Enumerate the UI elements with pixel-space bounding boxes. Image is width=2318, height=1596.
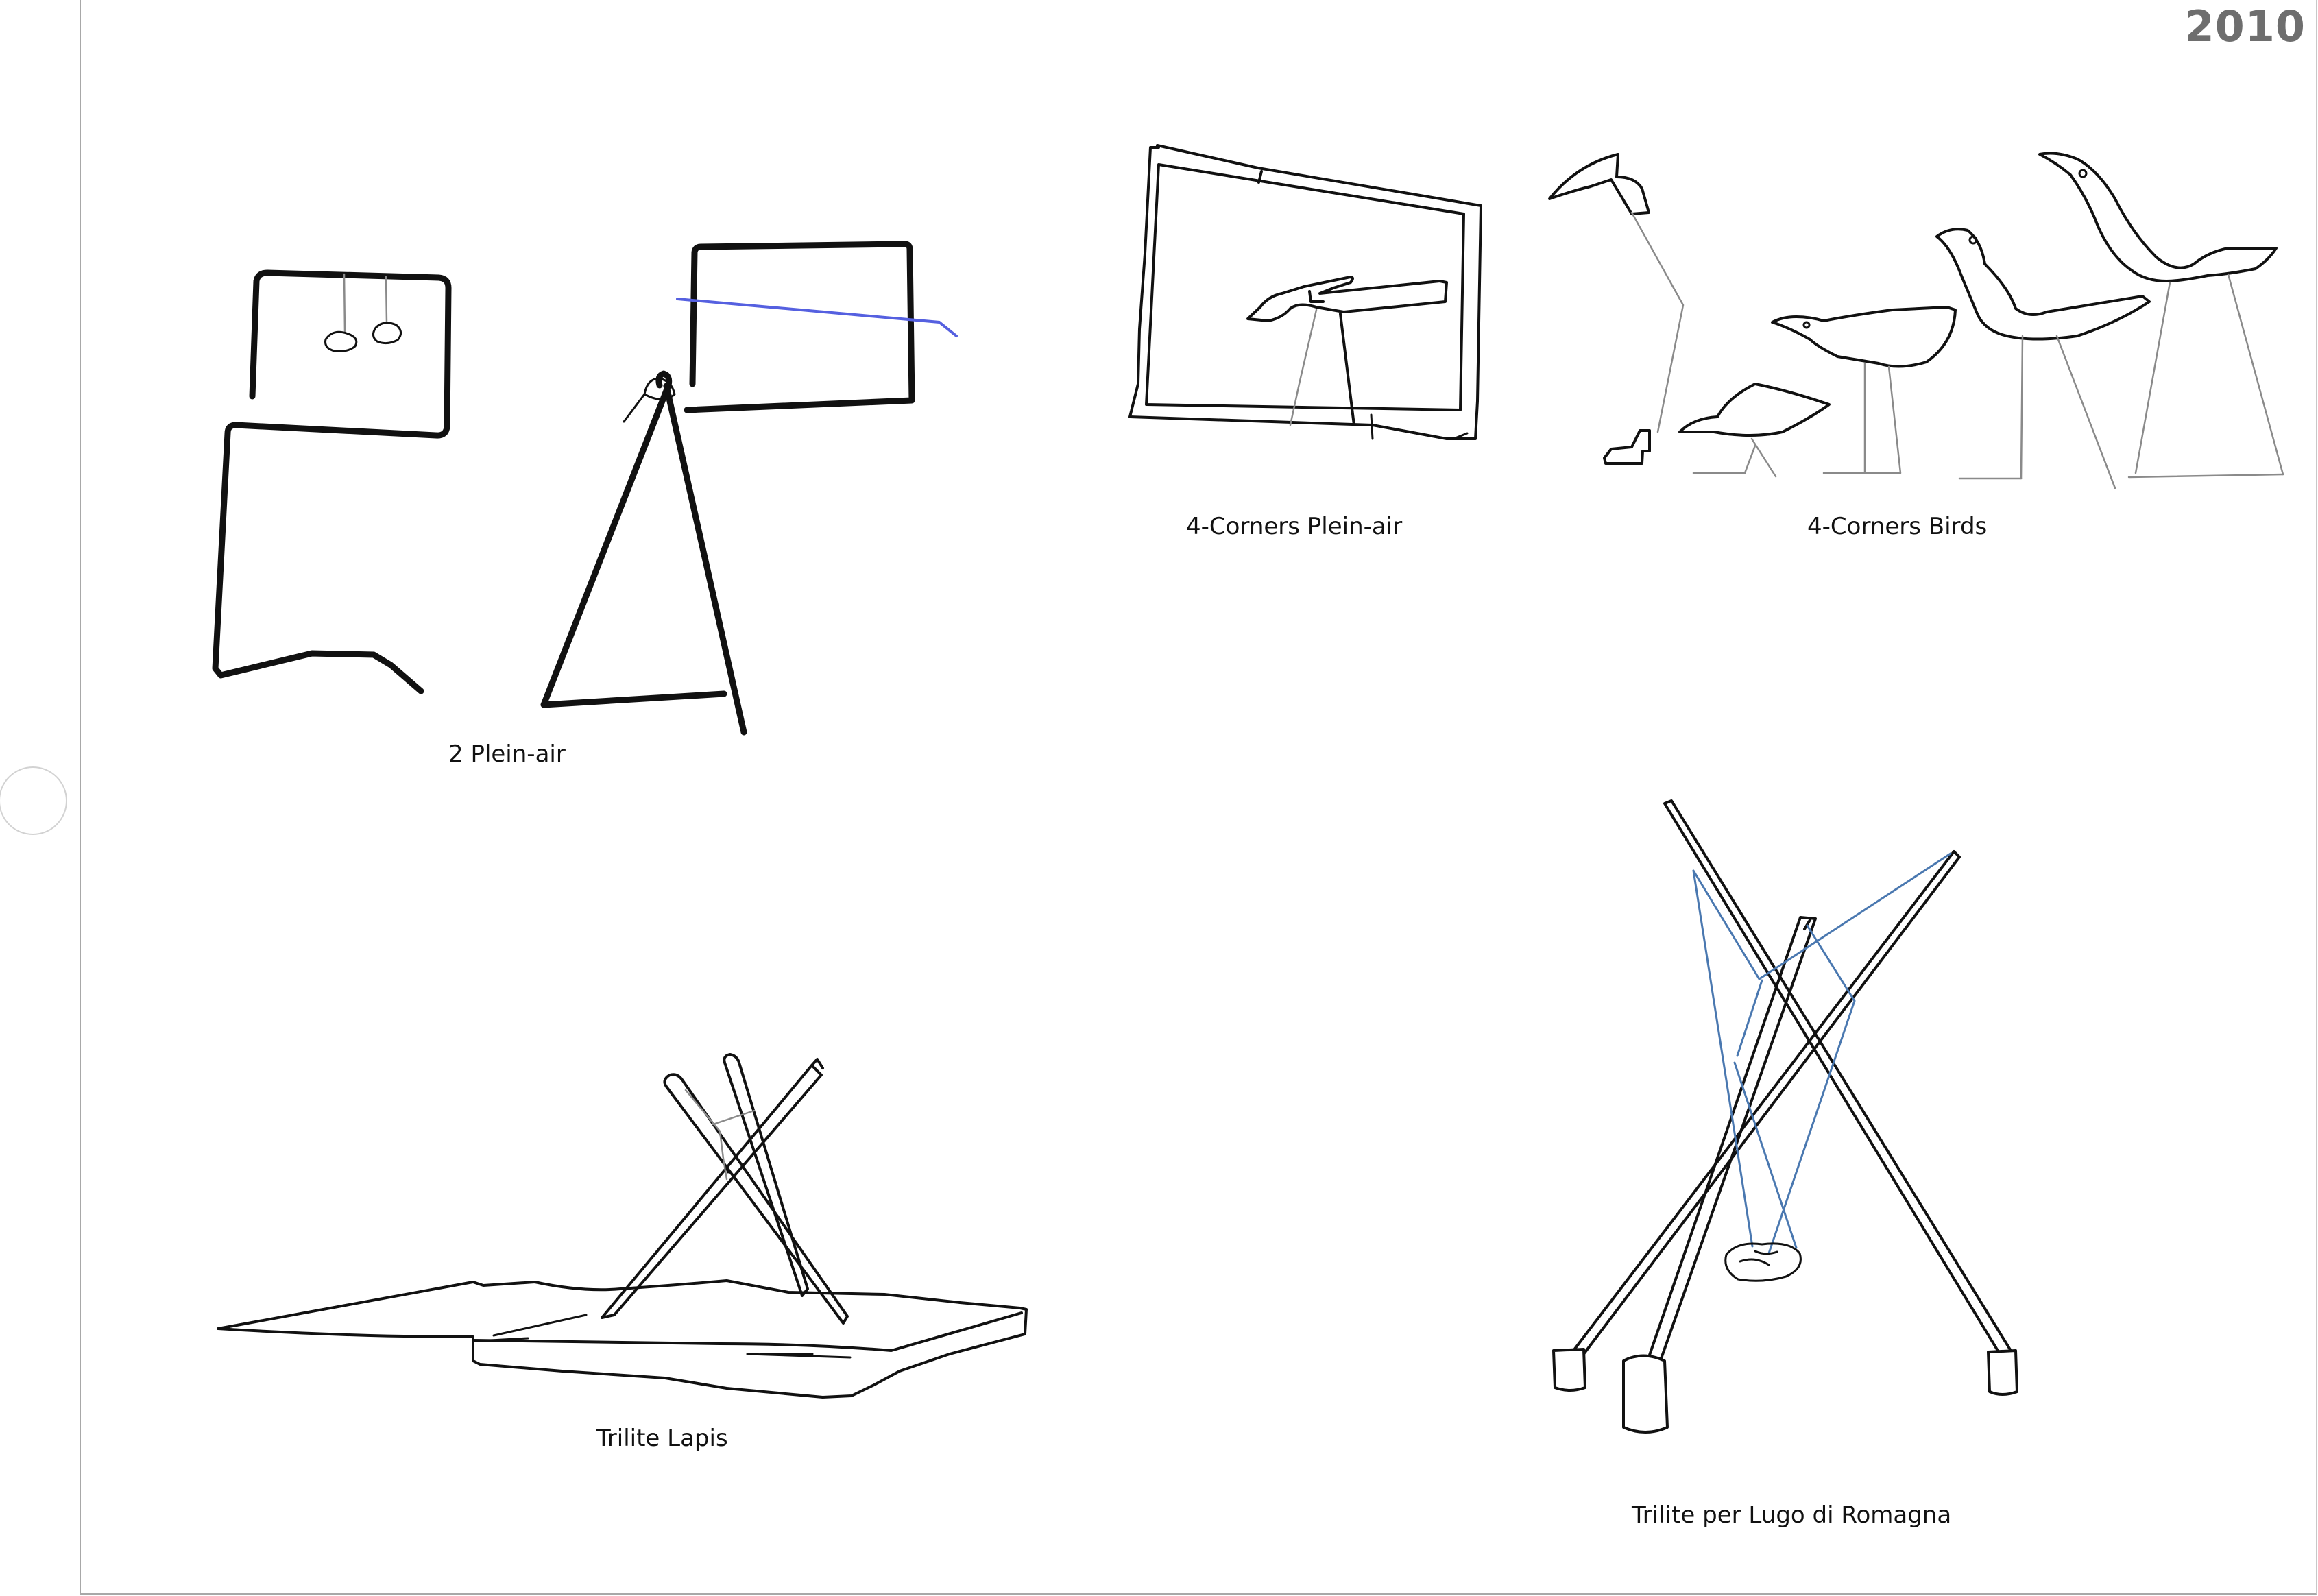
year-label: 2010 — [2184, 1, 2306, 51]
sketch-four-corners-bird — [1246, 276, 1448, 426]
caption-trilite-lapis: Trilite Lapis — [596, 1425, 728, 1452]
caption-four-corners-birds: 4-Corners Birds — [1807, 513, 1988, 540]
caption-four-corners-plein-air: 4-Corners Plein-air — [1186, 513, 1403, 540]
sketch-plein-air-easel — [540, 241, 958, 736]
binder-hole — [0, 766, 67, 835]
sketch-four-corners-frame — [1128, 144, 1482, 440]
sheet-frame — [80, 0, 2317, 1595]
sketch-trilite-lapis — [217, 1053, 1028, 1399]
caption-trilite-lugo: Trilite per Lugo di Romagna — [1632, 1501, 1952, 1529]
caption-plein-air: 2 Plein-air — [448, 740, 566, 768]
sketch-trilite-lugo — [1552, 799, 2018, 1434]
sketch-plein-air-chair — [212, 269, 452, 694]
sketch-four-corners-birds — [1548, 152, 2284, 489]
